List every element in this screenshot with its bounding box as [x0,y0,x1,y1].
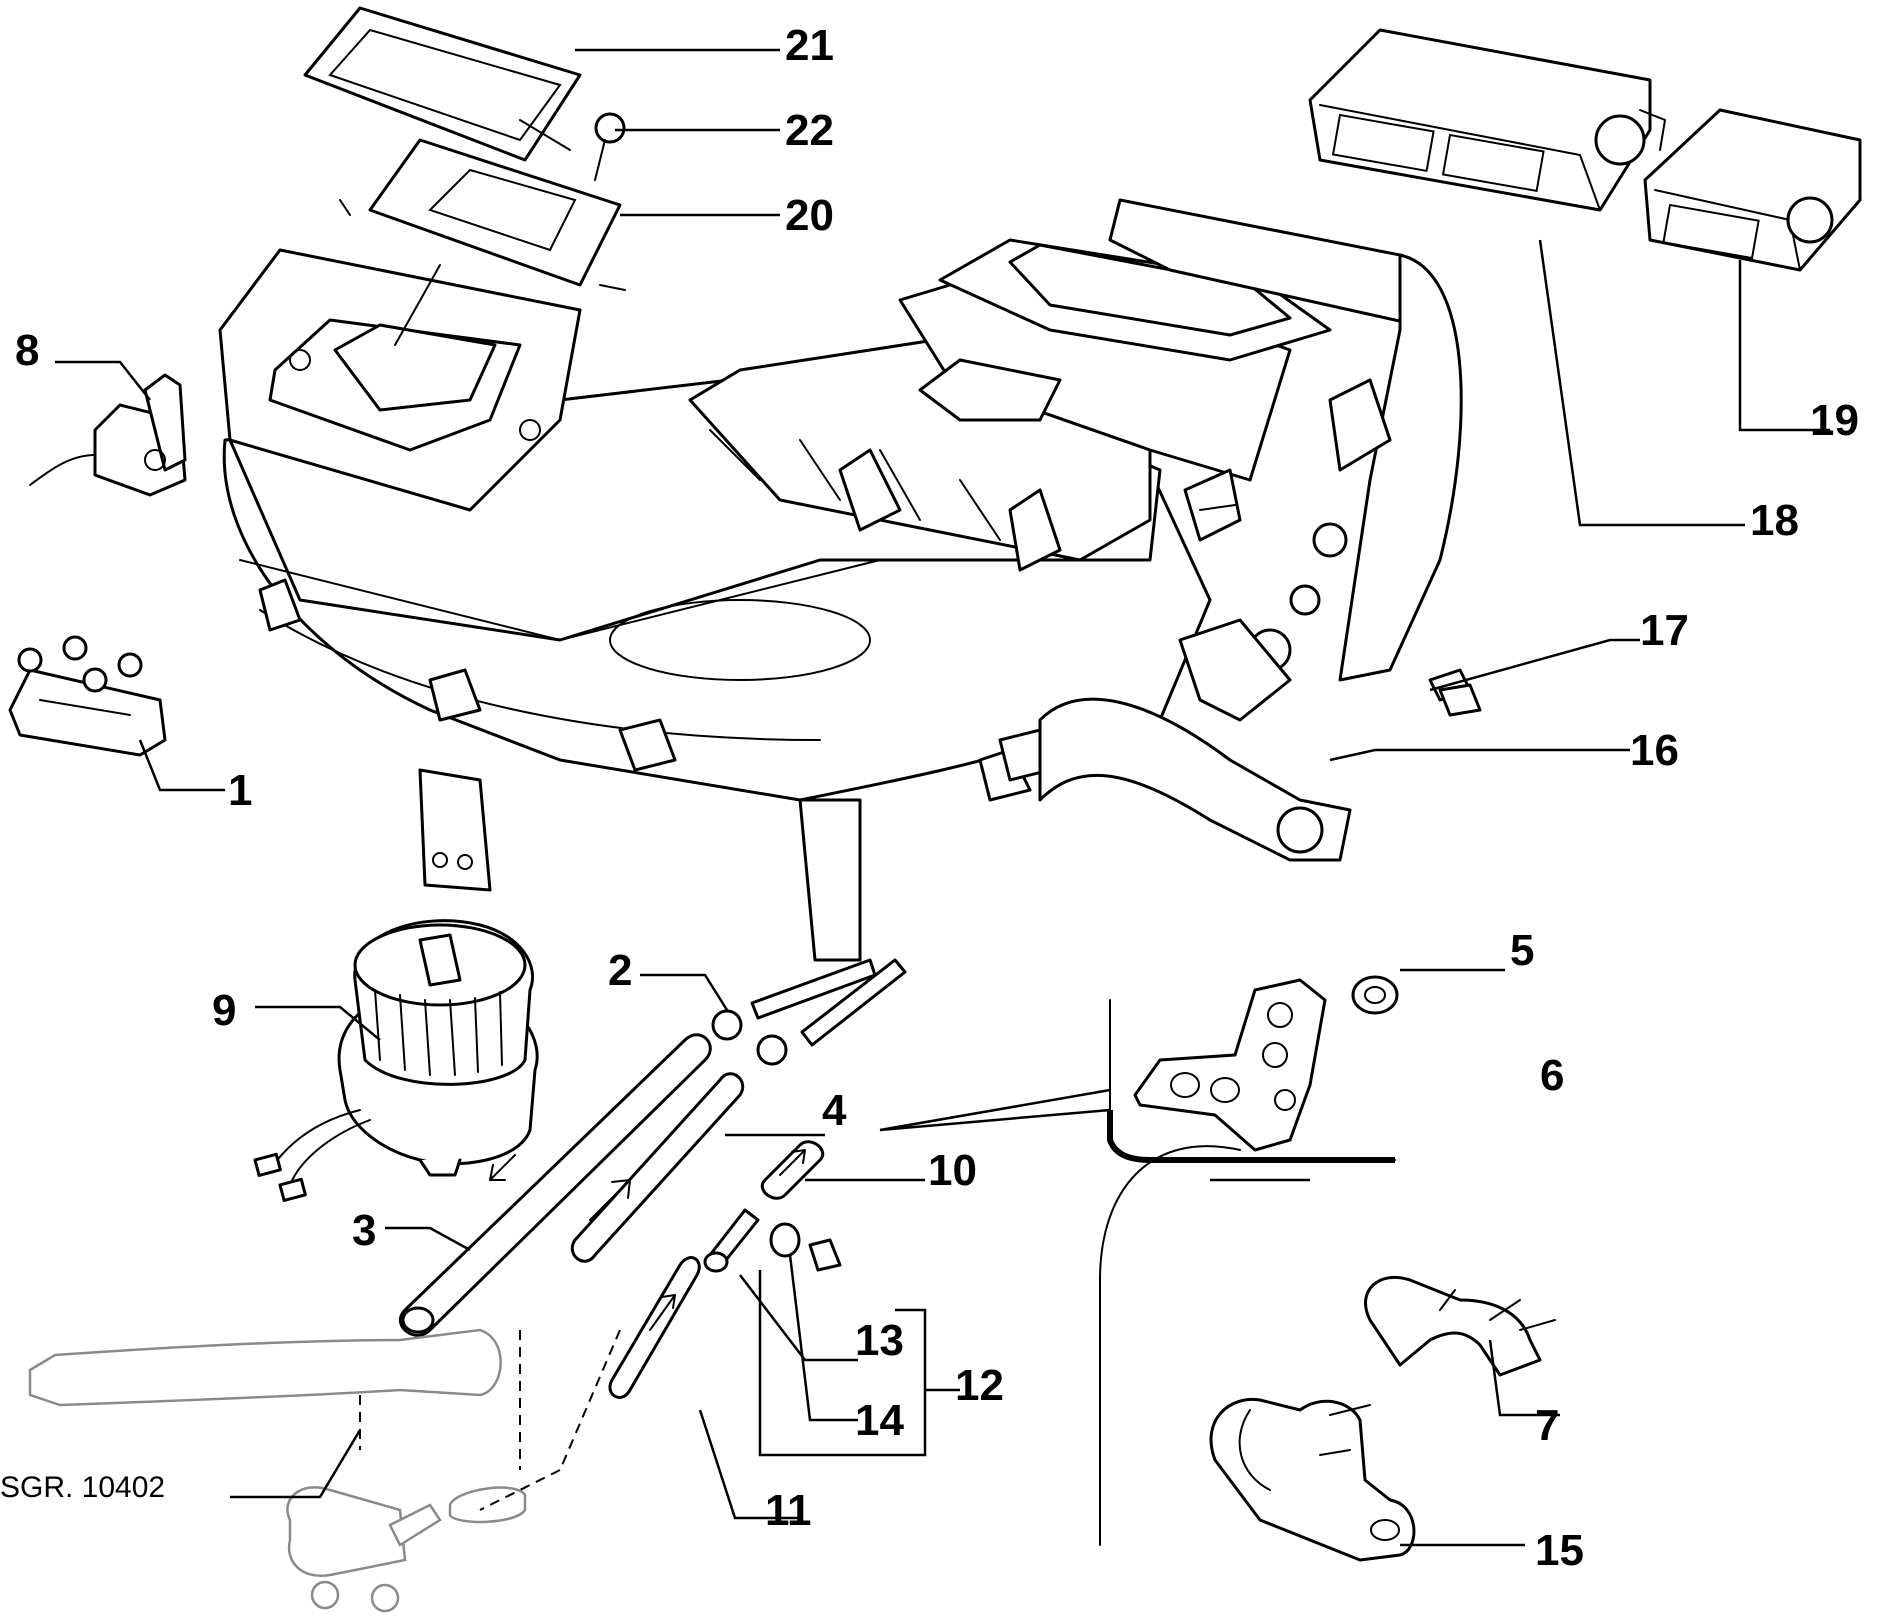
part-1-resistor [8,635,167,757]
callout-22: 22 [785,106,834,155]
callout-8: 8 [15,326,39,375]
callout-14: 14 [855,1396,904,1445]
figure-reference-code: SGR. 10402 [0,1471,165,1504]
reference-hose-assembly [28,1328,621,1613]
callout-13: 13 [855,1316,904,1365]
part-21-filter-cover [303,6,582,162]
leader-lines [55,48,1830,1547]
part-18-vent-outlet [1308,28,1667,212]
callout-20: 20 [785,191,834,240]
callout-15: 15 [1535,1526,1584,1575]
part-20-filter [339,119,626,346]
callout-9: 9 [212,986,236,1035]
part-10-sleeve [761,1140,824,1200]
callout-21: 21 [785,21,834,70]
part-6-mounting-plate [1107,978,1396,1163]
part-4-guide-lines [879,1088,1111,1132]
callout-19: 19 [1810,396,1859,445]
heater-housing [218,198,1463,962]
part-12-fitting-set [703,1208,842,1273]
callout-labels: 21 22 20 8 1 9 2 3 4 10 5 6 7 15 17 16 1… [15,21,1859,1575]
part-7-bracket [1364,1275,1556,1377]
part-8-actuator [29,373,187,497]
callout-2: 2 [608,946,632,995]
part-5-grommet [1351,975,1399,1015]
part-11-hose [608,1256,701,1399]
callout-12: 12 [955,1361,1004,1410]
bolts [750,958,907,1047]
callout-7: 7 [1535,1401,1559,1450]
callout-16: 16 [1630,726,1679,775]
callout-4: 4 [822,1086,847,1135]
part-17-screw [1428,668,1482,717]
part-3-hose [398,1033,712,1337]
callout-6: 6 [1540,1051,1564,1100]
callout-18: 18 [1750,496,1799,545]
callout-17: 17 [1640,606,1689,655]
callout-1: 1 [228,766,252,815]
part-15-bracket [1099,1145,1416,1562]
part-19-vent-outlet [1643,108,1862,272]
part-9-blower-motor [253,919,539,1202]
callout-5: 5 [1510,926,1534,975]
part-22-screw [594,112,626,181]
callout-11: 11 [765,1486,812,1535]
part-4-hose [571,1072,744,1263]
callout-10: 10 [928,1146,977,1195]
part-2-clamps [711,1009,788,1066]
callout-3: 3 [352,1206,376,1255]
